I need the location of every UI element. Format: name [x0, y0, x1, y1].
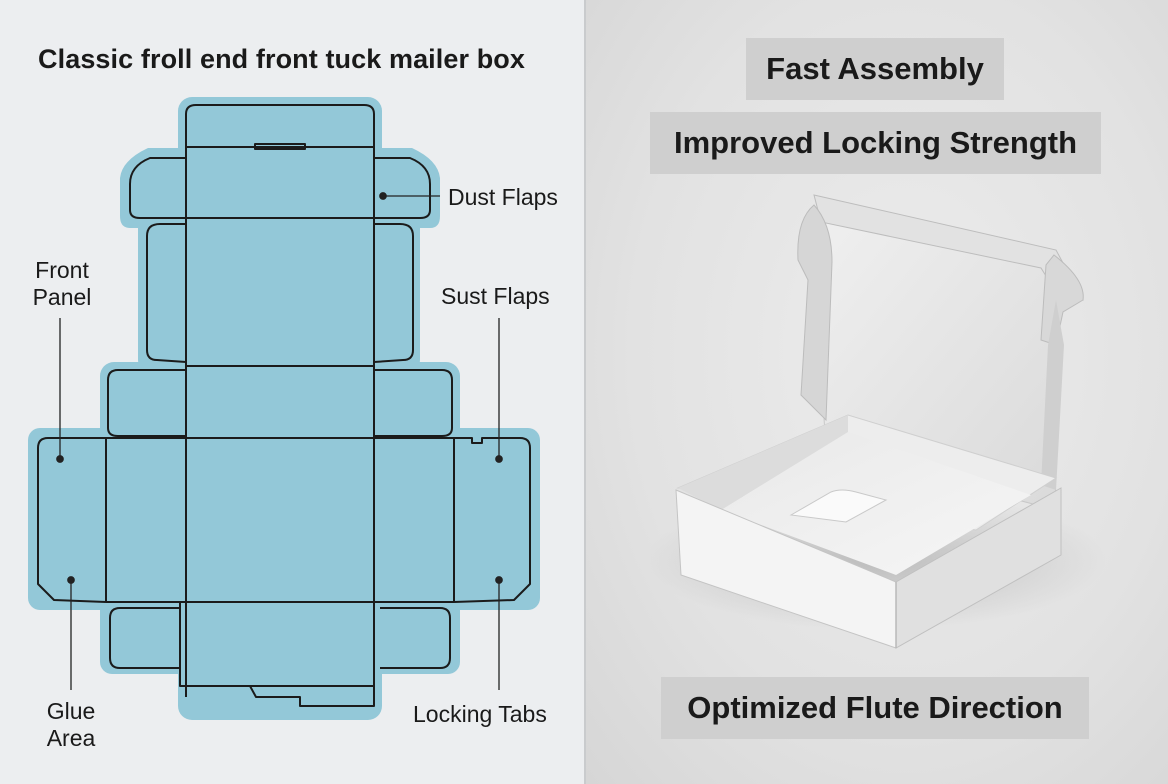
mailer-box-photo [646, 194, 1106, 649]
box-lid-right-ear [1040, 254, 1084, 346]
label-sust-flaps: Sust Flaps [441, 283, 550, 309]
label-front-panel: Front Panel [22, 257, 102, 311]
badge-locking-strength: Improved Locking Strength [650, 112, 1101, 174]
box-inner-left-wall [678, 415, 848, 510]
label-dust-flaps: Dust Flaps [448, 184, 558, 210]
label-glue-area: Glue Area [31, 698, 111, 752]
box-tuck-tab [789, 489, 888, 523]
label-glue-area-line2: Area [46, 725, 96, 751]
front-panel-dot [56, 455, 64, 463]
dieline-cut-lines [37, 104, 531, 707]
box-dieline [28, 97, 540, 720]
badge-fast-assembly: Fast Assembly [746, 38, 1004, 100]
diagram-title: Classic froll end front tuck mailer box [38, 44, 526, 74]
label-leaders [56, 192, 503, 690]
box-lid-left-ear [797, 204, 833, 422]
label-front-panel-line1: Front [35, 257, 89, 283]
badge-flute-direction: Optimized Flute Direction [661, 677, 1089, 739]
panel-divider [584, 0, 586, 784]
dieline-fill [28, 97, 540, 720]
label-locking-tabs: Locking Tabs [413, 701, 547, 727]
label-glue-area-line1: Glue [46, 698, 96, 724]
label-front-panel-line2: Panel [32, 284, 92, 310]
sust-flaps-dot [495, 455, 503, 463]
box-lid-right-edge [1041, 300, 1064, 490]
